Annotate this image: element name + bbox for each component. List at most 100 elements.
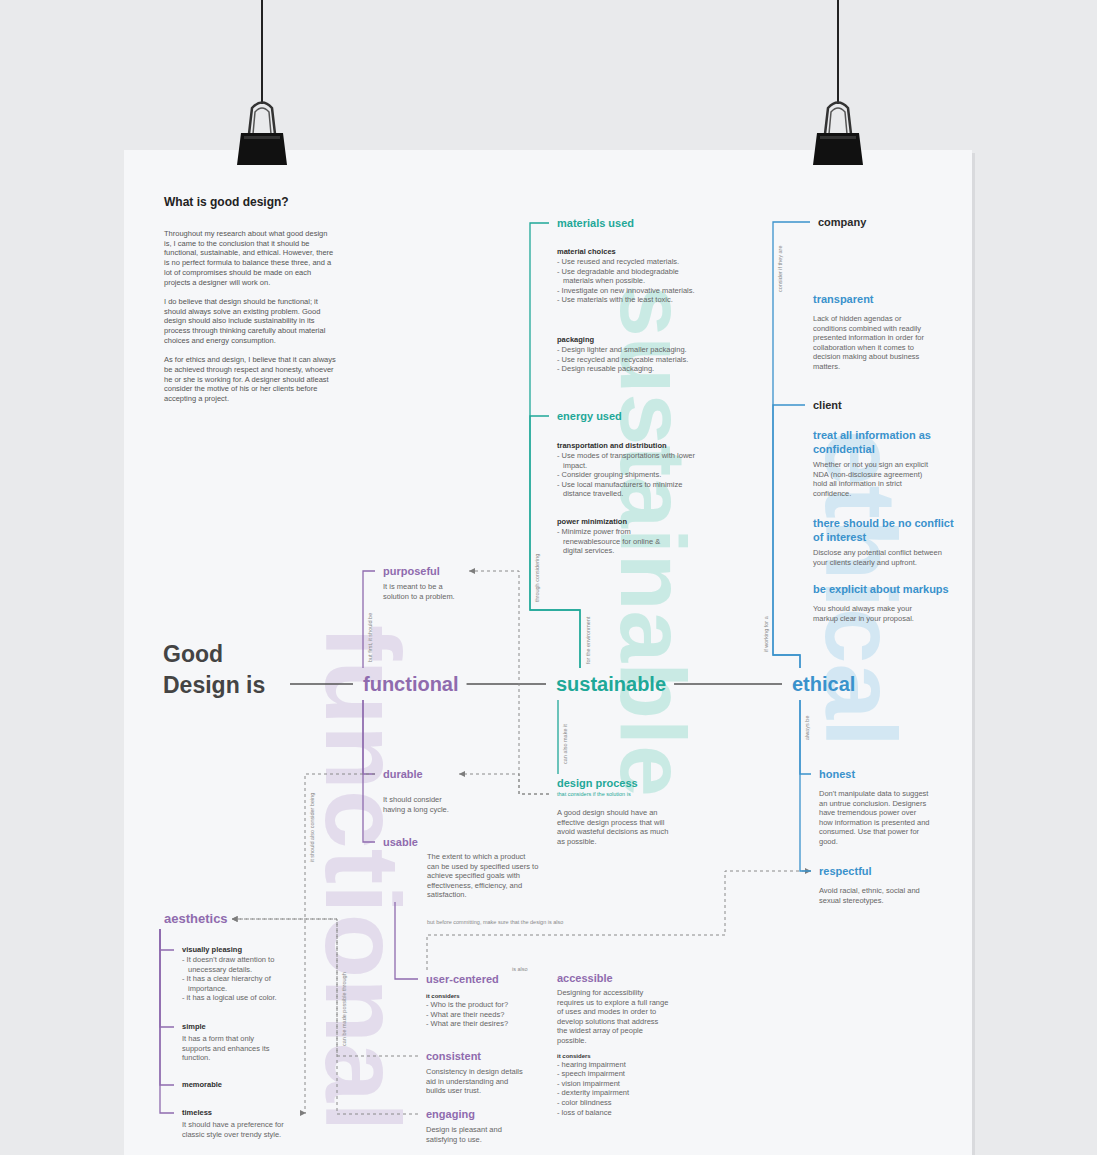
list-item: - Investigate on new innovative material… (557, 286, 711, 296)
list-item: - Use materials with the least toxic. (557, 295, 711, 305)
list-item: - Use local manufacturers to minimize di… (557, 480, 698, 499)
body-text: The extent to which a product can be use… (427, 852, 539, 900)
topic-item: durable It should consider having a long … (375, 765, 459, 816)
body-text: Whether or not you sign an explicit NDA … (813, 460, 938, 498)
branch-line (773, 222, 810, 668)
edge-label: always be (804, 716, 811, 740)
connector-note: consider if they are (777, 246, 784, 292)
branch-line (160, 929, 174, 1085)
list-item: - hearing impairment (557, 1060, 675, 1070)
topic-heading: company (818, 215, 866, 229)
topic-heading: be explicit about markups (813, 582, 958, 596)
body-text: Disclose any potential conflict between … (813, 548, 943, 567)
edge-label: but first, it should be (367, 613, 374, 662)
topic-item: honestDon't manipulate data to suggest a… (811, 765, 935, 849)
topic-item: usableThe extent to which a product can … (375, 833, 543, 902)
branch-line (363, 571, 375, 668)
branch-topic: ethical (792, 672, 855, 696)
sub-heading: power minimization (557, 517, 668, 527)
topic-heading: respectful (819, 864, 924, 878)
list-item: - speech impairment (557, 1069, 675, 1079)
root-topic: Good Design is (163, 637, 290, 703)
branch-line (800, 700, 811, 871)
list-intro: it considers (557, 1052, 675, 1060)
poster-sheet (124, 150, 972, 1155)
topic-item: timelessIt should have a preference for … (174, 1106, 306, 1141)
topic-item: accessibleDesigning for accessibility re… (549, 969, 679, 1119)
topic-heading: aesthetics (164, 911, 228, 927)
list-item: - Use recycled and recycable materials. (557, 355, 711, 365)
list-item: - it has a logical use of color. (182, 993, 296, 1003)
list-intro: it considers (426, 992, 524, 1000)
topic-item: energy used (549, 407, 626, 425)
branch-line (160, 929, 174, 1113)
topic-item: materials used (549, 214, 638, 232)
topic-item: power minimization- Minimize power from … (549, 515, 672, 558)
list-item: - It doesn't draw attention to unecessar… (182, 955, 296, 974)
edge-label: can also make it (562, 724, 569, 764)
branch-line (395, 902, 418, 979)
branch-line (160, 929, 174, 1027)
branch-line (363, 700, 375, 774)
list-item: - What are their needs? (426, 1010, 524, 1020)
edge-label: can be made possible through (341, 972, 348, 1046)
topic-heading: user-centered (426, 972, 524, 986)
intro-column: Throughout my research about what good d… (164, 229, 336, 413)
page-title: What is good design? (164, 195, 289, 210)
topic-item: purposefulIt is meant to be a solution t… (375, 562, 469, 603)
topic-item: company (810, 213, 870, 231)
topic-heading: consistent (426, 1049, 526, 1063)
topic-item: there should be no conflict of interestD… (805, 514, 962, 569)
topic-heading: usable (383, 835, 539, 849)
branch-line (290, 683, 353, 684)
branch-topic: sustainable (556, 672, 666, 696)
body-text: It is meant to be a solution to a proble… (383, 582, 465, 601)
branch-topic: functional (353, 668, 467, 700)
branch-line (773, 405, 805, 668)
edge-label: through considering (534, 554, 541, 602)
body-text: Consistency in design details aid in und… (426, 1067, 526, 1096)
topic-item: respectfulAvoid racial, ethnic, social a… (811, 862, 928, 907)
branch-line (674, 683, 782, 684)
list-item: - dexterity impairment (557, 1088, 675, 1098)
sub-heading: simple (182, 1022, 277, 1032)
topic-heading: transparent (813, 292, 935, 306)
topic-item: visually pleasing- It doesn't draw atten… (174, 943, 300, 1005)
body-text: Lack of hidden agendas or conditions com… (813, 314, 935, 372)
topic-heading: client (813, 398, 842, 412)
branch-topic: sustainable (546, 668, 674, 700)
topic-heading: materials used (557, 216, 634, 230)
edge-label: if working for a (763, 616, 770, 652)
list-item: - Design lighter and smaller packaging. (557, 345, 711, 355)
topic-heading: accessible (557, 971, 675, 985)
sub-caption: that considers if the solution is (557, 791, 677, 798)
list-item: - Design reusable packaging. (557, 364, 711, 374)
sub-heading: material choices (557, 247, 711, 257)
dashed-connector (305, 774, 375, 1113)
topic-heading: engaging (426, 1107, 506, 1121)
list-item: - Use modes of transportations with lowe… (557, 451, 698, 470)
intro-paragraph: Throughout my research about what good d… (164, 229, 336, 287)
body-text: Design is pleasant and satisfying to use… (426, 1125, 506, 1144)
body-text: Avoid racial, ethnic, social and sexual … (819, 886, 924, 905)
root-topic: Good Design is (163, 639, 278, 701)
topic-heading: durable (383, 767, 455, 781)
branch-line (363, 700, 375, 842)
sub-heading: packaging (557, 335, 711, 345)
topic-item: memorable (174, 1078, 226, 1092)
intro-paragraph: As for ethics and design, I believe that… (164, 355, 336, 404)
topic-item: consistentConsistency in design details … (418, 1047, 530, 1098)
topic-item: aesthetics (156, 909, 232, 929)
dashed-connector (469, 571, 549, 794)
topic-item: engagingDesign is pleasant and satisfyin… (418, 1105, 510, 1146)
body-text: It has a form that only supports and enh… (182, 1034, 277, 1063)
topic-item: design processthat considers if the solu… (549, 774, 681, 848)
body-text: It should consider having a long cycle. (383, 795, 455, 814)
topic-item: transportation and distribution- Use mod… (549, 439, 702, 501)
list-item: - Who is the product for? (426, 1000, 524, 1010)
list-item: - loss of balance (557, 1108, 675, 1118)
branch-line (160, 929, 174, 950)
branch-line (800, 700, 811, 774)
